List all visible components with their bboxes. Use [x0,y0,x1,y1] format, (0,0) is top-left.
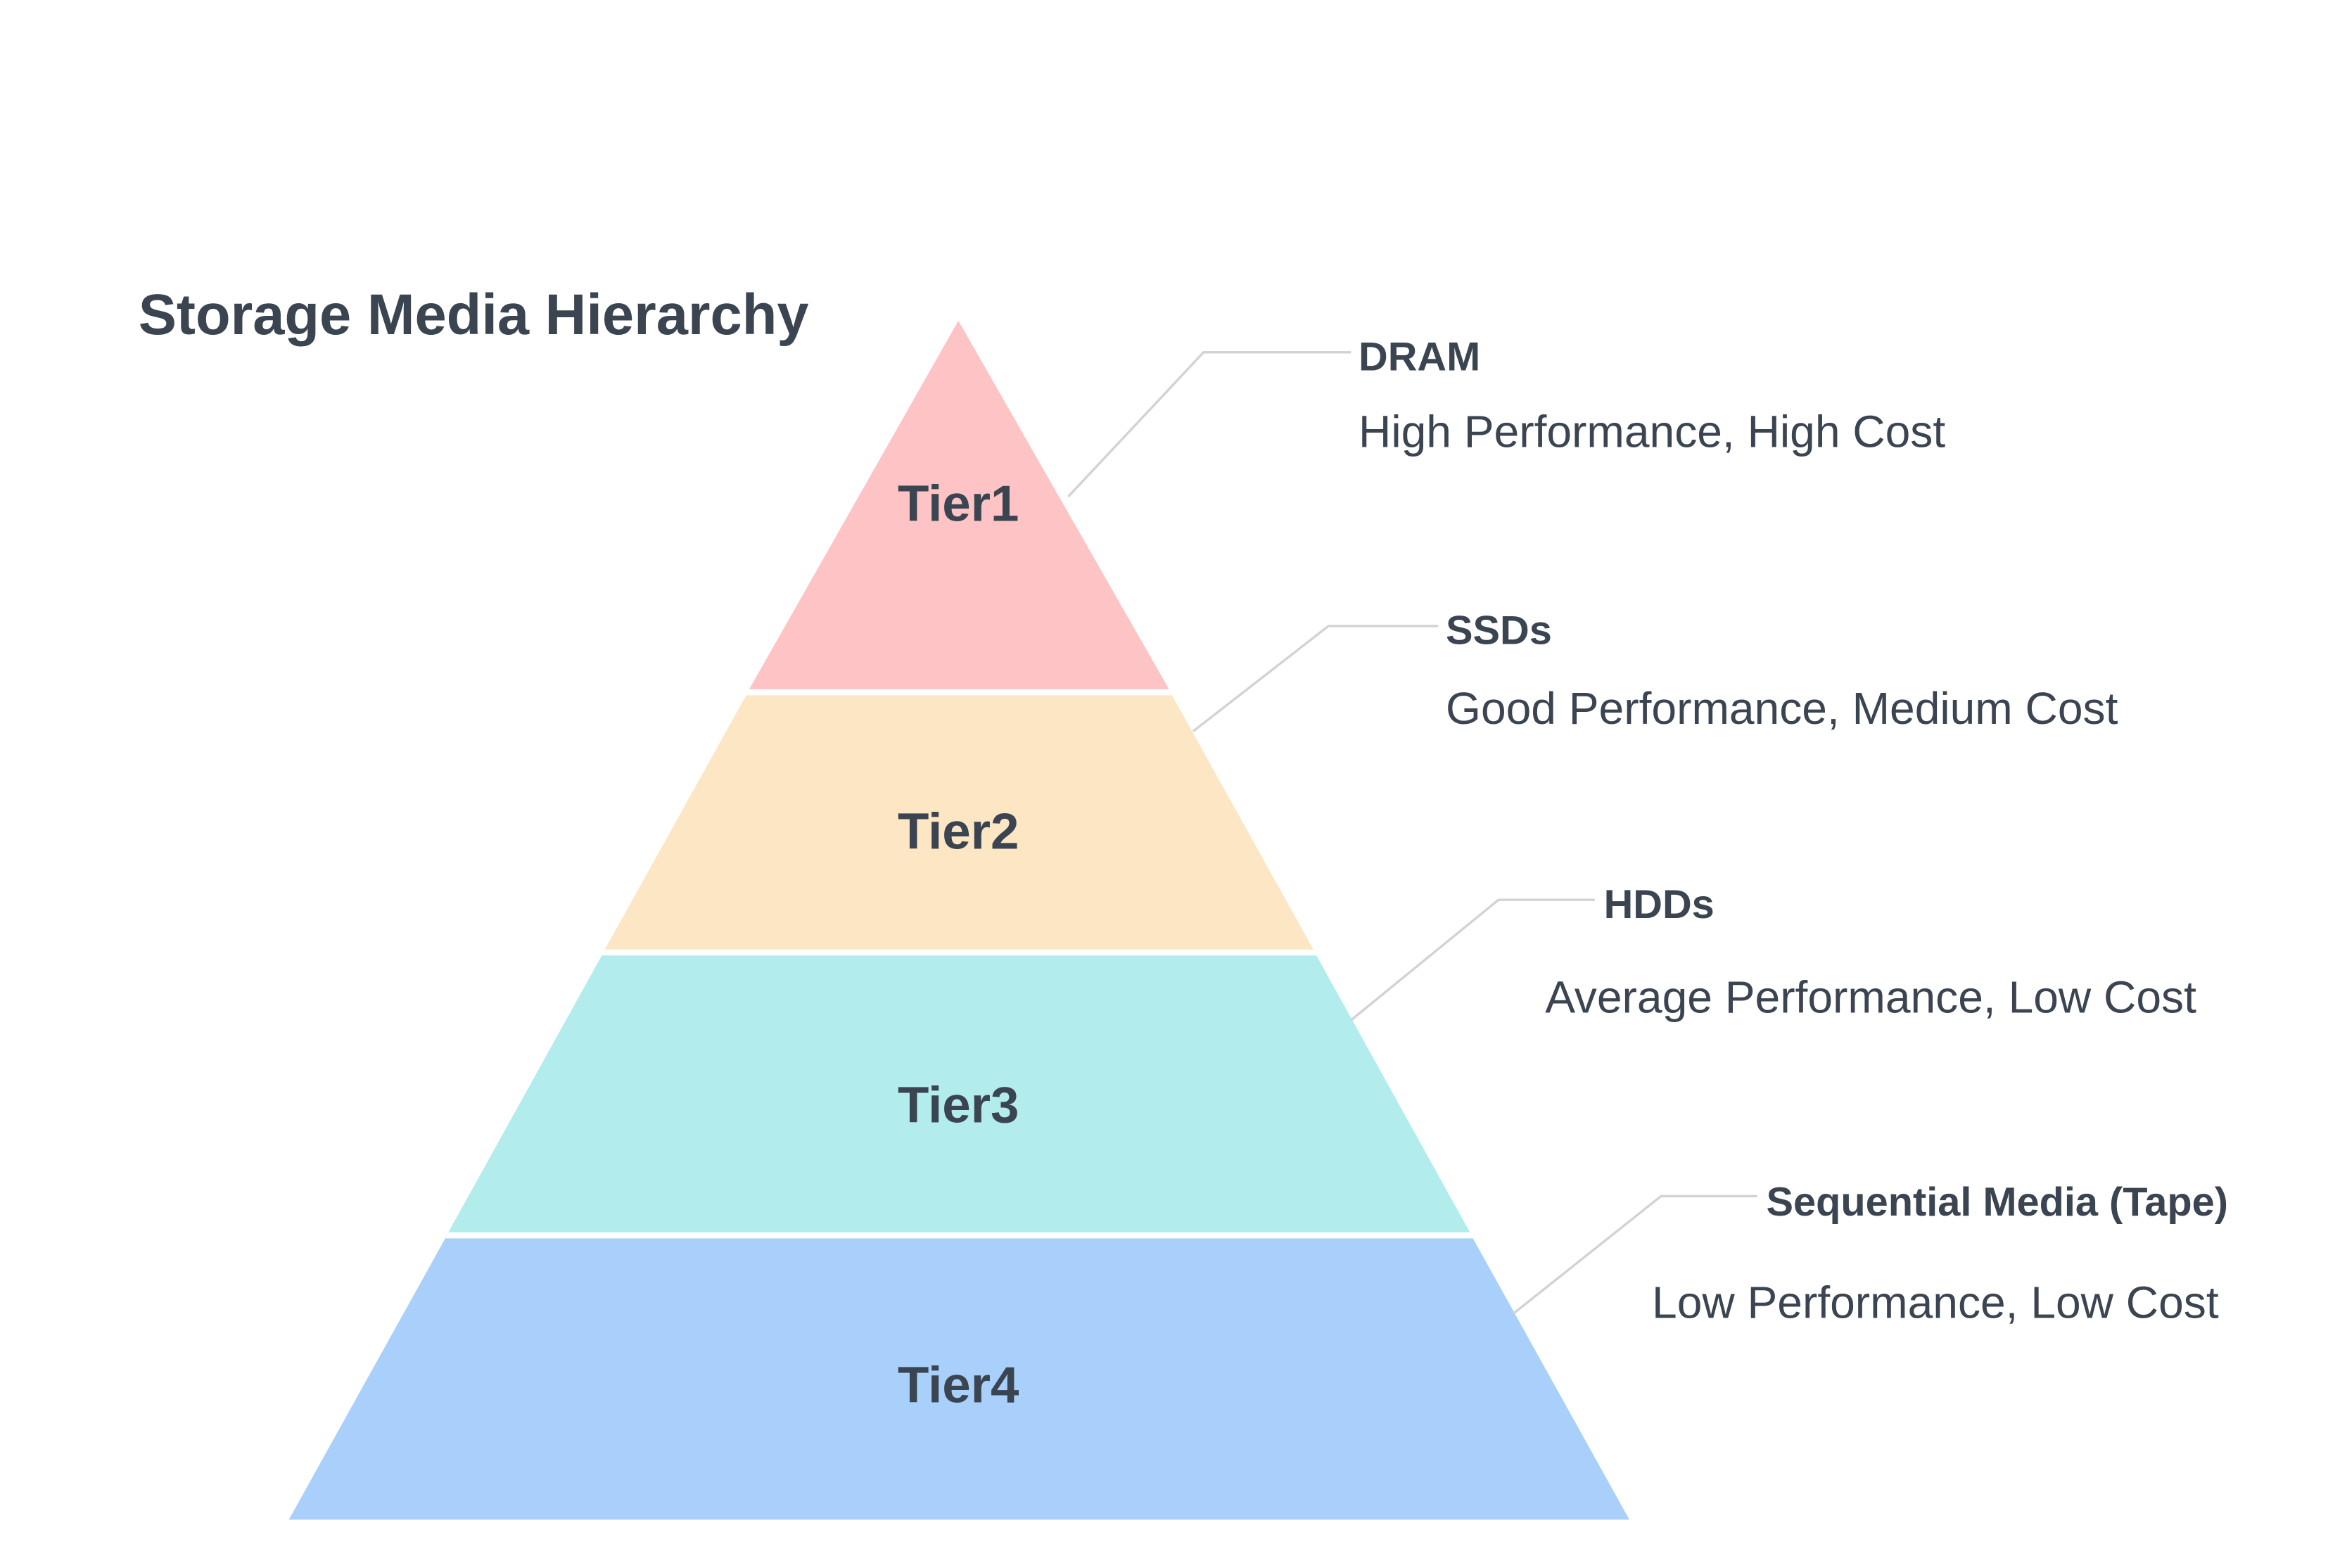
tier3-media-name: HDDs [1604,882,1715,927]
tier4-leader-line [1513,1194,1757,1315]
diagram-title: Storage Media Hierarchy [139,283,809,347]
tier1-description: High Performance, High Cost [1359,406,1945,457]
tier1-segment [749,320,1169,689]
tier4-description: Low Performance, Low Cost [1652,1277,2219,1328]
tier3-label: Tier3 [898,1077,1019,1134]
tier2-label: Tier2 [898,803,1019,860]
tier1-label: Tier1 [898,475,1019,532]
tier3-segment [448,955,1470,1232]
tier2-segment [604,695,1314,950]
tier2-leader-line [1192,625,1439,733]
tier2-description: Good Performance, Medium Cost [1446,683,2118,734]
tier3-leader-line [1350,898,1595,1021]
tier4-label: Tier4 [898,1356,1019,1413]
tier4-segment [288,1238,1629,1520]
tier1-media-name: DRAM [1359,334,1480,379]
tier1-leader-line [1067,351,1351,498]
tier2-media-name: SSDs [1446,608,1552,654]
tier4-media-name: Sequential Media (Tape) [1767,1180,2228,1225]
tier3-description: Average Performance, Low Cost [1545,972,2196,1023]
